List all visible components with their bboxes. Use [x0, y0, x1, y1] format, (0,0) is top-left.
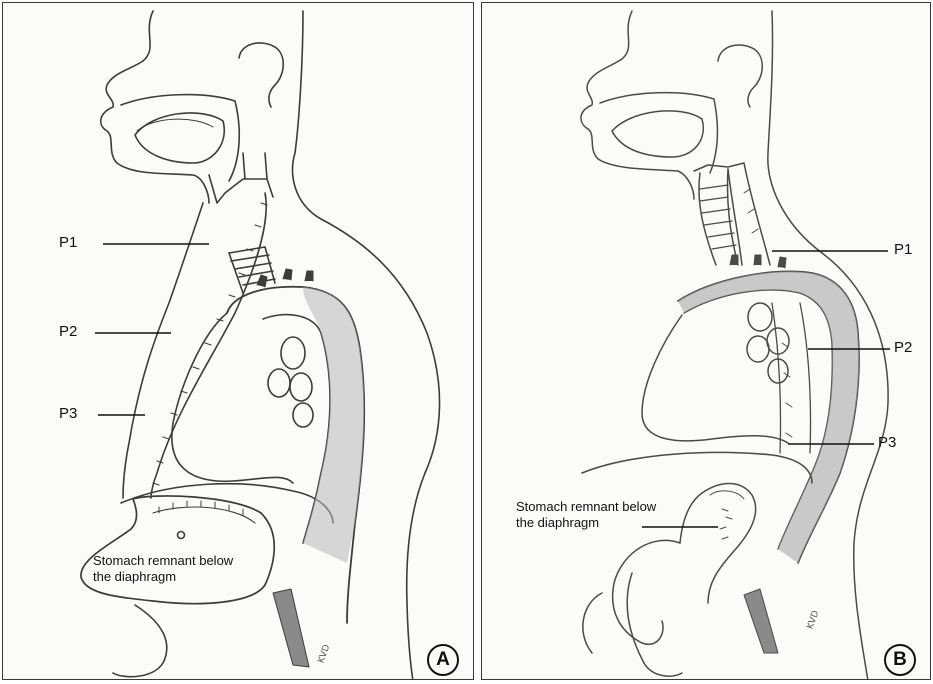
label-p2: P2 [59, 323, 77, 340]
label-p3: P3 [59, 405, 77, 422]
heart-outline [642, 315, 788, 443]
diaphragm [121, 484, 333, 523]
trachea [699, 169, 738, 265]
illustration-a [3, 3, 474, 680]
label-p3: P3 [878, 434, 896, 451]
stomach-note-line2: the diaphragm [516, 515, 599, 530]
illustration-b [482, 3, 931, 680]
stomach-note-line1: Stomach remnant below [516, 499, 656, 514]
conduit-back [151, 193, 266, 498]
diaphragm [582, 452, 812, 483]
stomach-remnant [81, 496, 274, 604]
stomach-note-line2: the diaphragm [93, 569, 176, 584]
label-p1: P1 [59, 234, 77, 251]
stomach-note-line1: Stomach remnant below [93, 553, 233, 568]
stomach-remnant [680, 483, 756, 603]
face-profile [101, 11, 209, 203]
panel-a: P1 P2 P3 Stomach remnant below the diaph… [2, 2, 474, 680]
ear [718, 45, 762, 107]
label-p1: P1 [894, 241, 912, 258]
panel-badge: B [884, 644, 916, 676]
panel-badge: A [427, 644, 459, 676]
back-contour [293, 11, 440, 680]
face-profile [581, 11, 694, 199]
heart-outline [172, 313, 293, 483]
label-p2: P2 [894, 339, 912, 356]
panel-b: P1 P2 P3 Stomach remnant below the diaph… [481, 2, 931, 680]
ear [239, 43, 283, 107]
